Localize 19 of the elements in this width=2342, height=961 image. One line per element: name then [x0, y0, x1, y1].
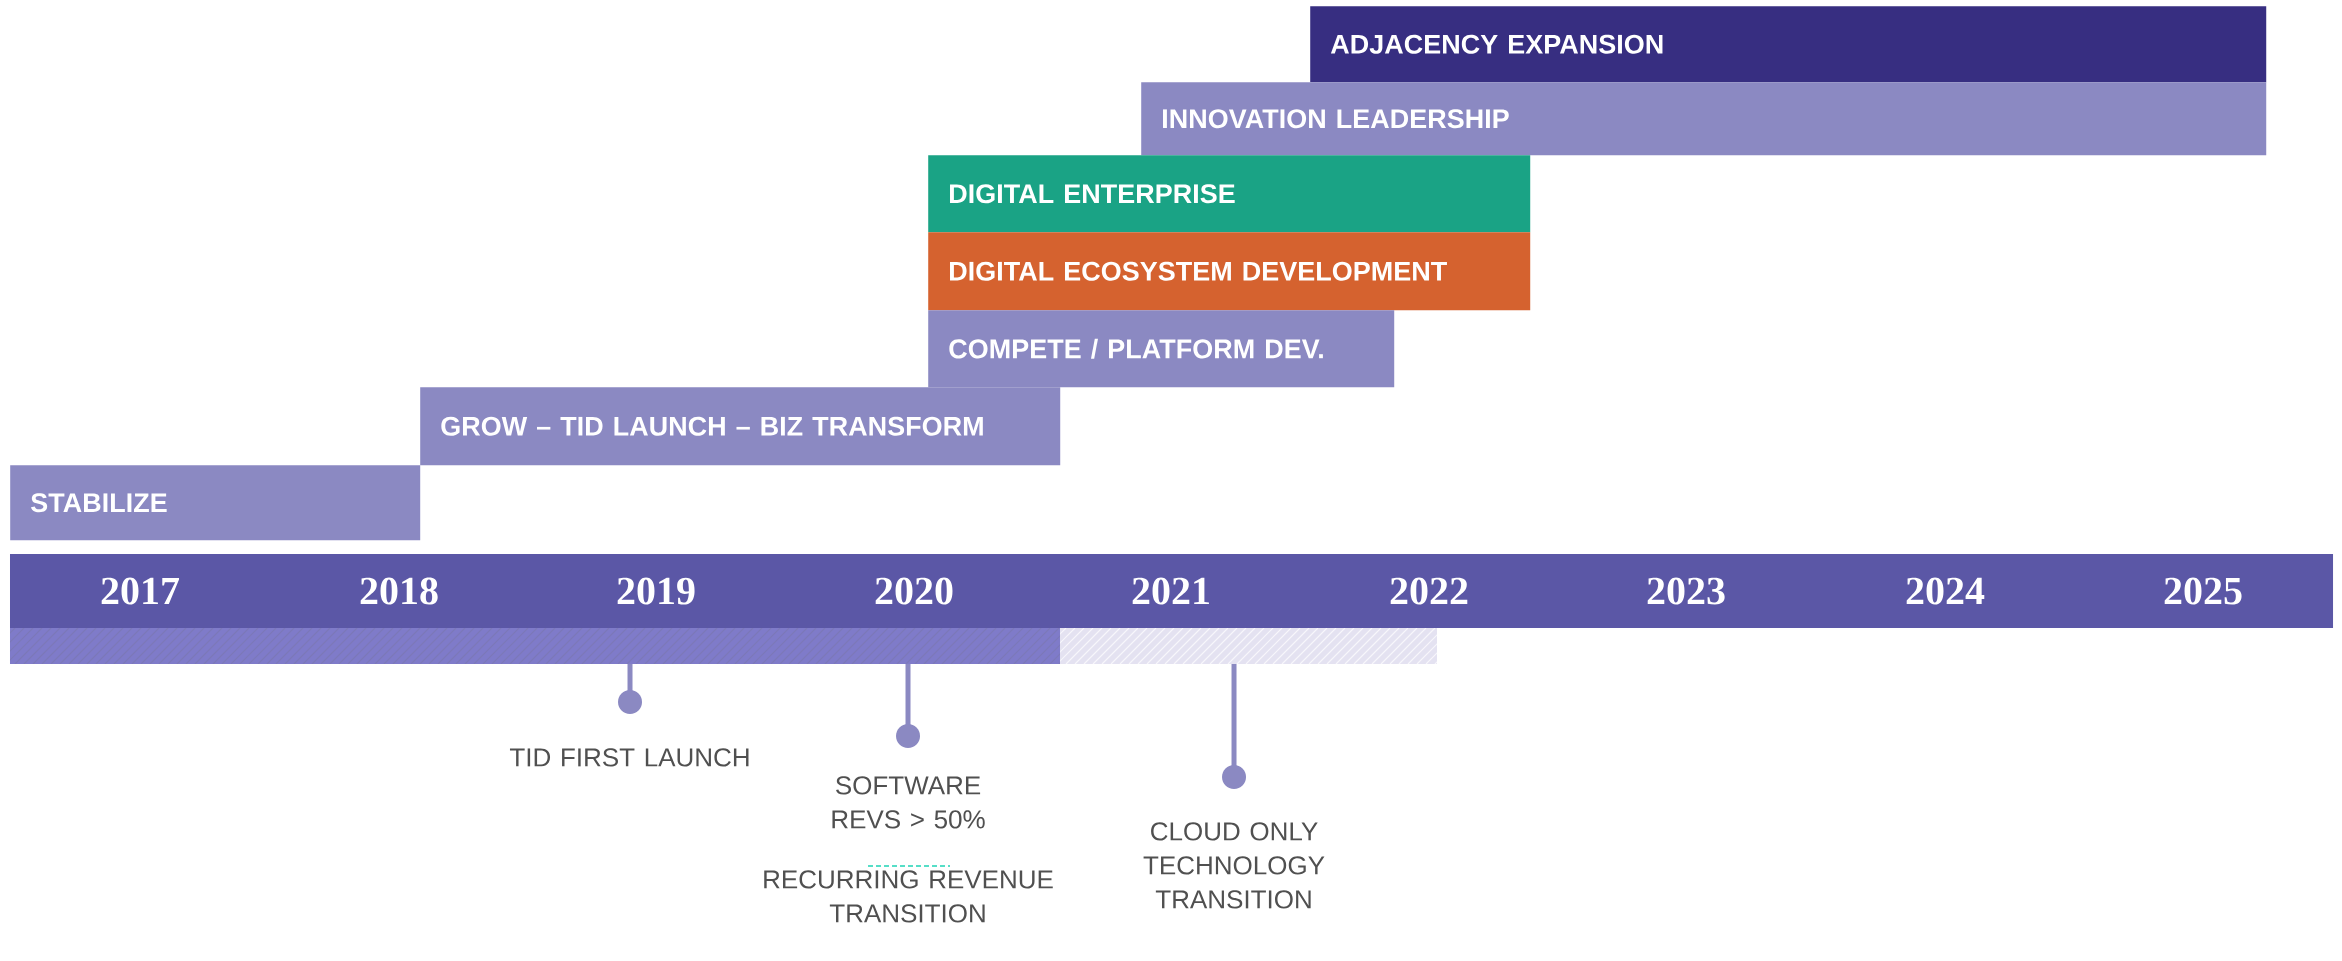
phase-bar: STABILIZE [10, 465, 421, 541]
milestone-text: TID FIRST LAUNCH [509, 748, 749, 767]
year-label: 2018 [360, 577, 438, 605]
year-label: 2019 [617, 577, 695, 605]
milestone-text: CLOUD ONLY TECHNOLOGY TRANSITION [1143, 822, 1325, 909]
year-label: 2017 [101, 577, 180, 605]
phase-bar: DIGITAL ECOSYSTEM DEVELOPMENT [928, 232, 1531, 311]
phase-bar: DIGITAL ENTERPRISE [928, 155, 1531, 233]
year-label: 2021 [1132, 577, 1209, 605]
phase-bar: COMPETE / PLATFORM DEV. [928, 310, 1395, 388]
phase-bar: ADJACENCY EXPANSION [1310, 6, 2267, 83]
phase-bar: GROW – TID LAUNCH – BIZ TRANSFORM [420, 387, 1061, 466]
year-label: 2025 [2164, 577, 2242, 605]
year-label: 2022 [1390, 577, 1468, 605]
year-label: 2023 [1647, 577, 1725, 605]
year-label: 2024 [1906, 577, 1985, 605]
milestone-text: SOFTWARE REVS > 50% RECURRING REVENUE TRANSITION [764, 776, 1053, 923]
phase-bar: INNOVATION LEADERSHIP [1141, 82, 2267, 156]
year-label: 2020 [875, 577, 953, 605]
